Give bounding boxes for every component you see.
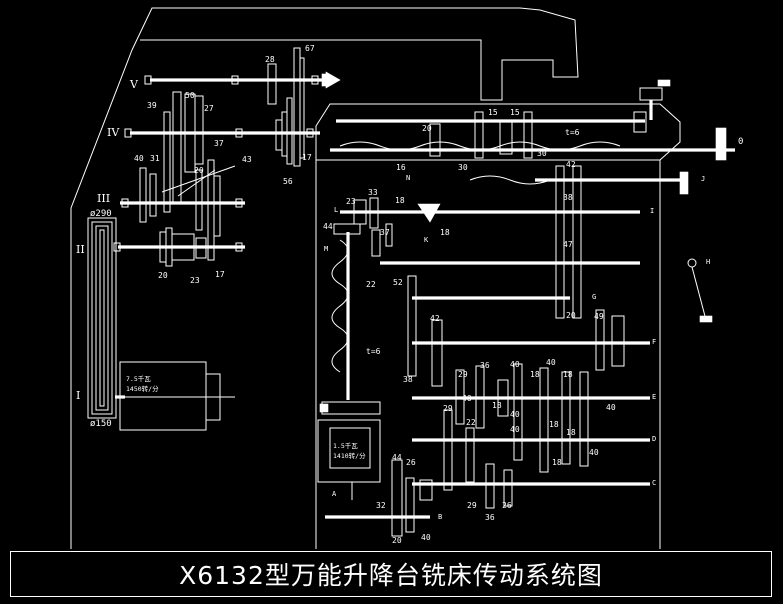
gear-number: 40 bbox=[510, 360, 520, 369]
letter-label-b: B bbox=[438, 513, 443, 521]
gear-number: 42 bbox=[430, 314, 440, 323]
motor-lower-power: 1.5千瓦 bbox=[333, 442, 358, 450]
gear-number: 44 bbox=[392, 453, 402, 462]
diagram-title: X6132型万能升降台铣床传动系统图 bbox=[179, 561, 603, 590]
letter-label-d: D bbox=[652, 435, 657, 443]
gear-number: 30 bbox=[537, 149, 547, 158]
gear-number: 27 bbox=[204, 104, 214, 113]
handwheel-label: 0 bbox=[738, 137, 744, 147]
gear-number: 30 bbox=[458, 163, 468, 172]
gear-number: 47 bbox=[563, 240, 573, 249]
shaft-label-iii: III bbox=[97, 192, 111, 205]
title-box: X6132型万能升降台铣床传动系统图 bbox=[10, 551, 772, 597]
gear-number: 22 bbox=[366, 280, 376, 289]
gear-number: 18 bbox=[549, 420, 559, 429]
letter-label-g: G bbox=[592, 293, 597, 301]
gear-number: 26 bbox=[406, 458, 416, 467]
gear-number: 18 bbox=[566, 428, 576, 437]
gear-number: 38 bbox=[563, 193, 573, 202]
gear-number: 36 bbox=[485, 513, 495, 522]
gear-number: 32 bbox=[376, 501, 386, 510]
gear-number: 40 bbox=[134, 154, 144, 163]
shaft-label-ii: II bbox=[76, 243, 85, 256]
gear-number: 40 bbox=[510, 410, 520, 419]
gear-number: 50 bbox=[185, 91, 195, 100]
motor-upper-power: 7.5千瓦 bbox=[126, 375, 151, 383]
gear-number: 37 bbox=[214, 139, 224, 148]
gear-number: 15 bbox=[488, 108, 498, 117]
gear-number: 18 bbox=[552, 458, 562, 467]
gear-number: 40 bbox=[546, 358, 556, 367]
gear-number: 18 bbox=[530, 370, 540, 379]
gear-number: 15 bbox=[510, 108, 520, 117]
gear-number: 40 bbox=[589, 448, 599, 457]
gear-number: 20 bbox=[566, 311, 576, 320]
gear-number: 67 bbox=[305, 44, 315, 53]
gear-number: 40 bbox=[462, 394, 472, 403]
gear-number: 18 bbox=[440, 228, 450, 237]
gear-number: 52 bbox=[393, 278, 403, 287]
gear-number: 18 bbox=[395, 196, 405, 205]
gear-number: 40 bbox=[606, 403, 616, 412]
letter-label-m: M bbox=[324, 245, 329, 253]
gear-number: 18 bbox=[563, 370, 573, 379]
letter-label-j: J bbox=[701, 175, 706, 183]
gear-number: 20 bbox=[392, 536, 402, 545]
gear-number: 42 bbox=[566, 160, 576, 169]
gear-number: 28 bbox=[265, 55, 275, 64]
gear-number: 17 bbox=[215, 270, 225, 279]
gear-number: 56 bbox=[283, 177, 293, 186]
gear-number: 39 bbox=[147, 101, 157, 110]
letter-label-i: I bbox=[650, 207, 655, 215]
gear-number: 18 bbox=[492, 401, 502, 410]
letter-label-h: H bbox=[706, 258, 711, 266]
gear-number: 29 bbox=[467, 501, 477, 510]
screw-pitch-label: t=6 bbox=[565, 128, 580, 137]
letter-label-c: C bbox=[652, 479, 657, 487]
letter-label-f: F bbox=[652, 338, 657, 346]
letter-label-k: K bbox=[424, 236, 429, 244]
gear-number: 44 bbox=[323, 222, 333, 231]
screw-pitch-label: t=6 bbox=[366, 347, 381, 356]
gear-number: 37 bbox=[380, 228, 390, 237]
machine-outline bbox=[70, 7, 681, 549]
letter-label-e: E bbox=[652, 393, 657, 401]
shaft-label-v: V bbox=[130, 78, 138, 91]
gear-number: 36 bbox=[480, 361, 490, 370]
motor-lower-speed: 1410转/分 bbox=[333, 452, 366, 460]
feed-gearbox bbox=[317, 165, 713, 537]
shaft-label-iv: IV bbox=[107, 126, 120, 139]
letter-label-l: L bbox=[334, 206, 339, 214]
gear-number: 23 bbox=[346, 197, 356, 206]
gear-number: 43 bbox=[242, 155, 252, 164]
gear-number: 40 bbox=[421, 533, 431, 542]
gear-number: 20 bbox=[158, 271, 168, 280]
letter-label-a: A bbox=[332, 490, 337, 498]
gear-number: 20 bbox=[422, 124, 432, 133]
gear-number: 38 bbox=[403, 375, 413, 384]
gear-number: 29 bbox=[458, 370, 468, 379]
gear-number: 26 bbox=[502, 501, 512, 510]
worktable-assembly bbox=[330, 79, 735, 185]
gear-number: 17 bbox=[302, 153, 312, 162]
gear-number: 16 bbox=[396, 163, 406, 172]
gear-number: 20 bbox=[194, 166, 204, 175]
upper-gearbox bbox=[87, 47, 341, 431]
gear-number: 31 bbox=[150, 154, 160, 163]
gear-number: 33 bbox=[368, 188, 378, 197]
pulley-label-top: ø290 bbox=[90, 209, 112, 219]
motor-upper-speed: 1450转/分 bbox=[126, 385, 159, 393]
letter-label-n: N bbox=[406, 174, 411, 182]
shaft-label-i: I bbox=[76, 389, 81, 402]
gear-number: 40 bbox=[510, 425, 520, 434]
gear-number: 29 bbox=[443, 404, 453, 413]
gear-number: 23 bbox=[190, 276, 200, 285]
gear-number: 22 bbox=[466, 418, 476, 427]
pulley-label-bottom: ø150 bbox=[90, 419, 112, 429]
gear-number: 49 bbox=[594, 312, 604, 321]
